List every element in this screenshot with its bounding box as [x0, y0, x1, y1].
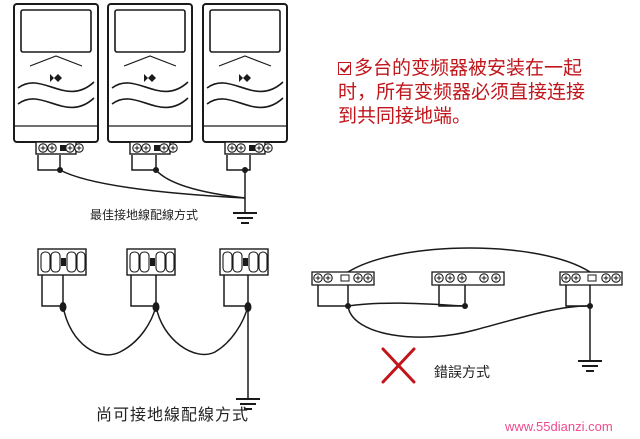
wrong-wiring-lines	[317, 247, 591, 360]
note-line-3: 到共同接地端。	[338, 105, 472, 127]
best-wiring-label: 最佳接地線配線方式	[90, 208, 199, 222]
wrong-cross-icon	[381, 347, 416, 384]
junction-dots	[345, 303, 593, 309]
terminal-block	[126, 248, 176, 276]
acceptable-wiring-lines	[41, 275, 249, 398]
note-line-2: 时，所有变频器必须直接连接	[338, 81, 586, 103]
ground-symbol	[577, 360, 603, 372]
checkbox-icon	[338, 62, 351, 75]
note-line-1: 多台的变频器被安装在一起	[354, 57, 583, 79]
inverter-unit	[107, 3, 193, 155]
terminal-block	[37, 248, 87, 276]
terminal-block	[219, 248, 269, 276]
ground-symbol	[232, 212, 258, 224]
wrong-wiring-label: 錯誤方式	[434, 365, 490, 381]
terminal-block	[559, 271, 623, 286]
best-wiring-lines	[37, 155, 251, 212]
terminal-block	[431, 271, 505, 286]
acceptable-wiring-label: 尚可接地線配線方式	[96, 405, 250, 424]
inverter-unit	[202, 3, 288, 155]
junction-dots	[57, 167, 248, 173]
junction-dots	[59, 302, 252, 312]
terminal-block	[311, 271, 375, 286]
terminal-screws	[38, 143, 273, 153]
watermark: www.55dianzi.com	[505, 419, 613, 434]
grounding-note: 多台的变频器被安装在一起 时，所有变频器必须直接连接 到共同接地端。	[338, 56, 628, 128]
inverter-unit	[13, 3, 99, 155]
